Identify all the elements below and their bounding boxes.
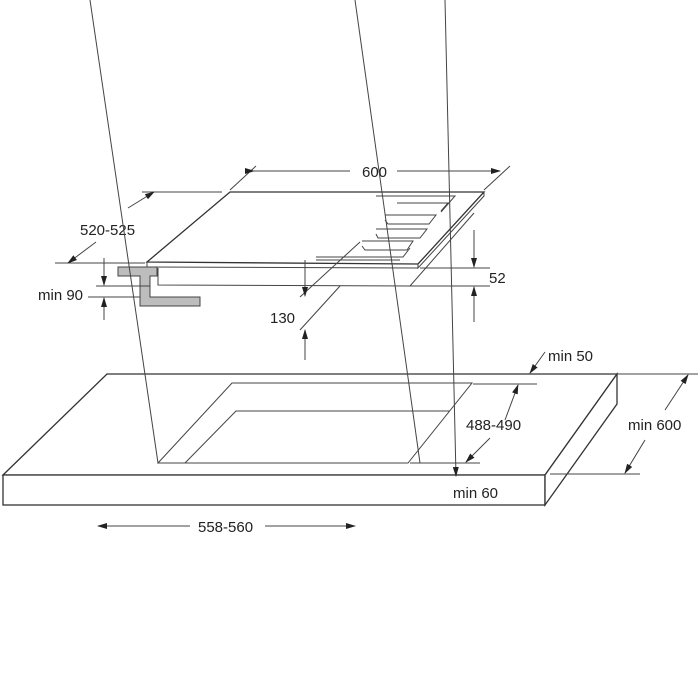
label-back-margin: min 50	[548, 348, 593, 365]
dimension-bracket-clearance: min 90	[38, 258, 150, 320]
dimension-cutout-width: 558-560	[89, 0, 421, 536]
label-bracket-clearance: min 90	[38, 287, 83, 304]
hob-controls	[316, 195, 457, 261]
dimension-hob-width: 600	[229, 164, 511, 191]
label-hob-height: 52	[489, 270, 506, 287]
dimension-hob-depth: 520-525	[55, 191, 222, 264]
label-cutout-width: 558-560	[198, 519, 253, 536]
hob-body	[157, 212, 475, 287]
dimension-front-margin: min 60	[444, 0, 498, 502]
label-front-margin: min 60	[453, 485, 498, 502]
dimension-back-margin: min 50	[473, 348, 593, 385]
worktop-top-surface	[1, 373, 619, 476]
label-cutout-depth: 488-490	[466, 417, 521, 434]
dimension-hob-height: 52	[410, 230, 506, 322]
dimension-clearance-below: 130	[270, 241, 361, 360]
label-worktop-depth: min 600	[628, 417, 681, 434]
dimension-worktop-depth: min 600	[550, 373, 698, 475]
label-hob-depth: 520-525	[80, 222, 135, 239]
worktop-cutout	[156, 382, 474, 464]
label-hob-width: 600	[362, 164, 387, 181]
worktop-drawing	[1, 371, 619, 508]
dimension-cutout-depth: 488-490	[410, 384, 521, 464]
label-clearance-below: 130	[270, 310, 295, 327]
mounting-bracket	[117, 266, 201, 307]
worktop-front-edge	[2, 474, 546, 506]
hob-drawing	[117, 191, 486, 307]
